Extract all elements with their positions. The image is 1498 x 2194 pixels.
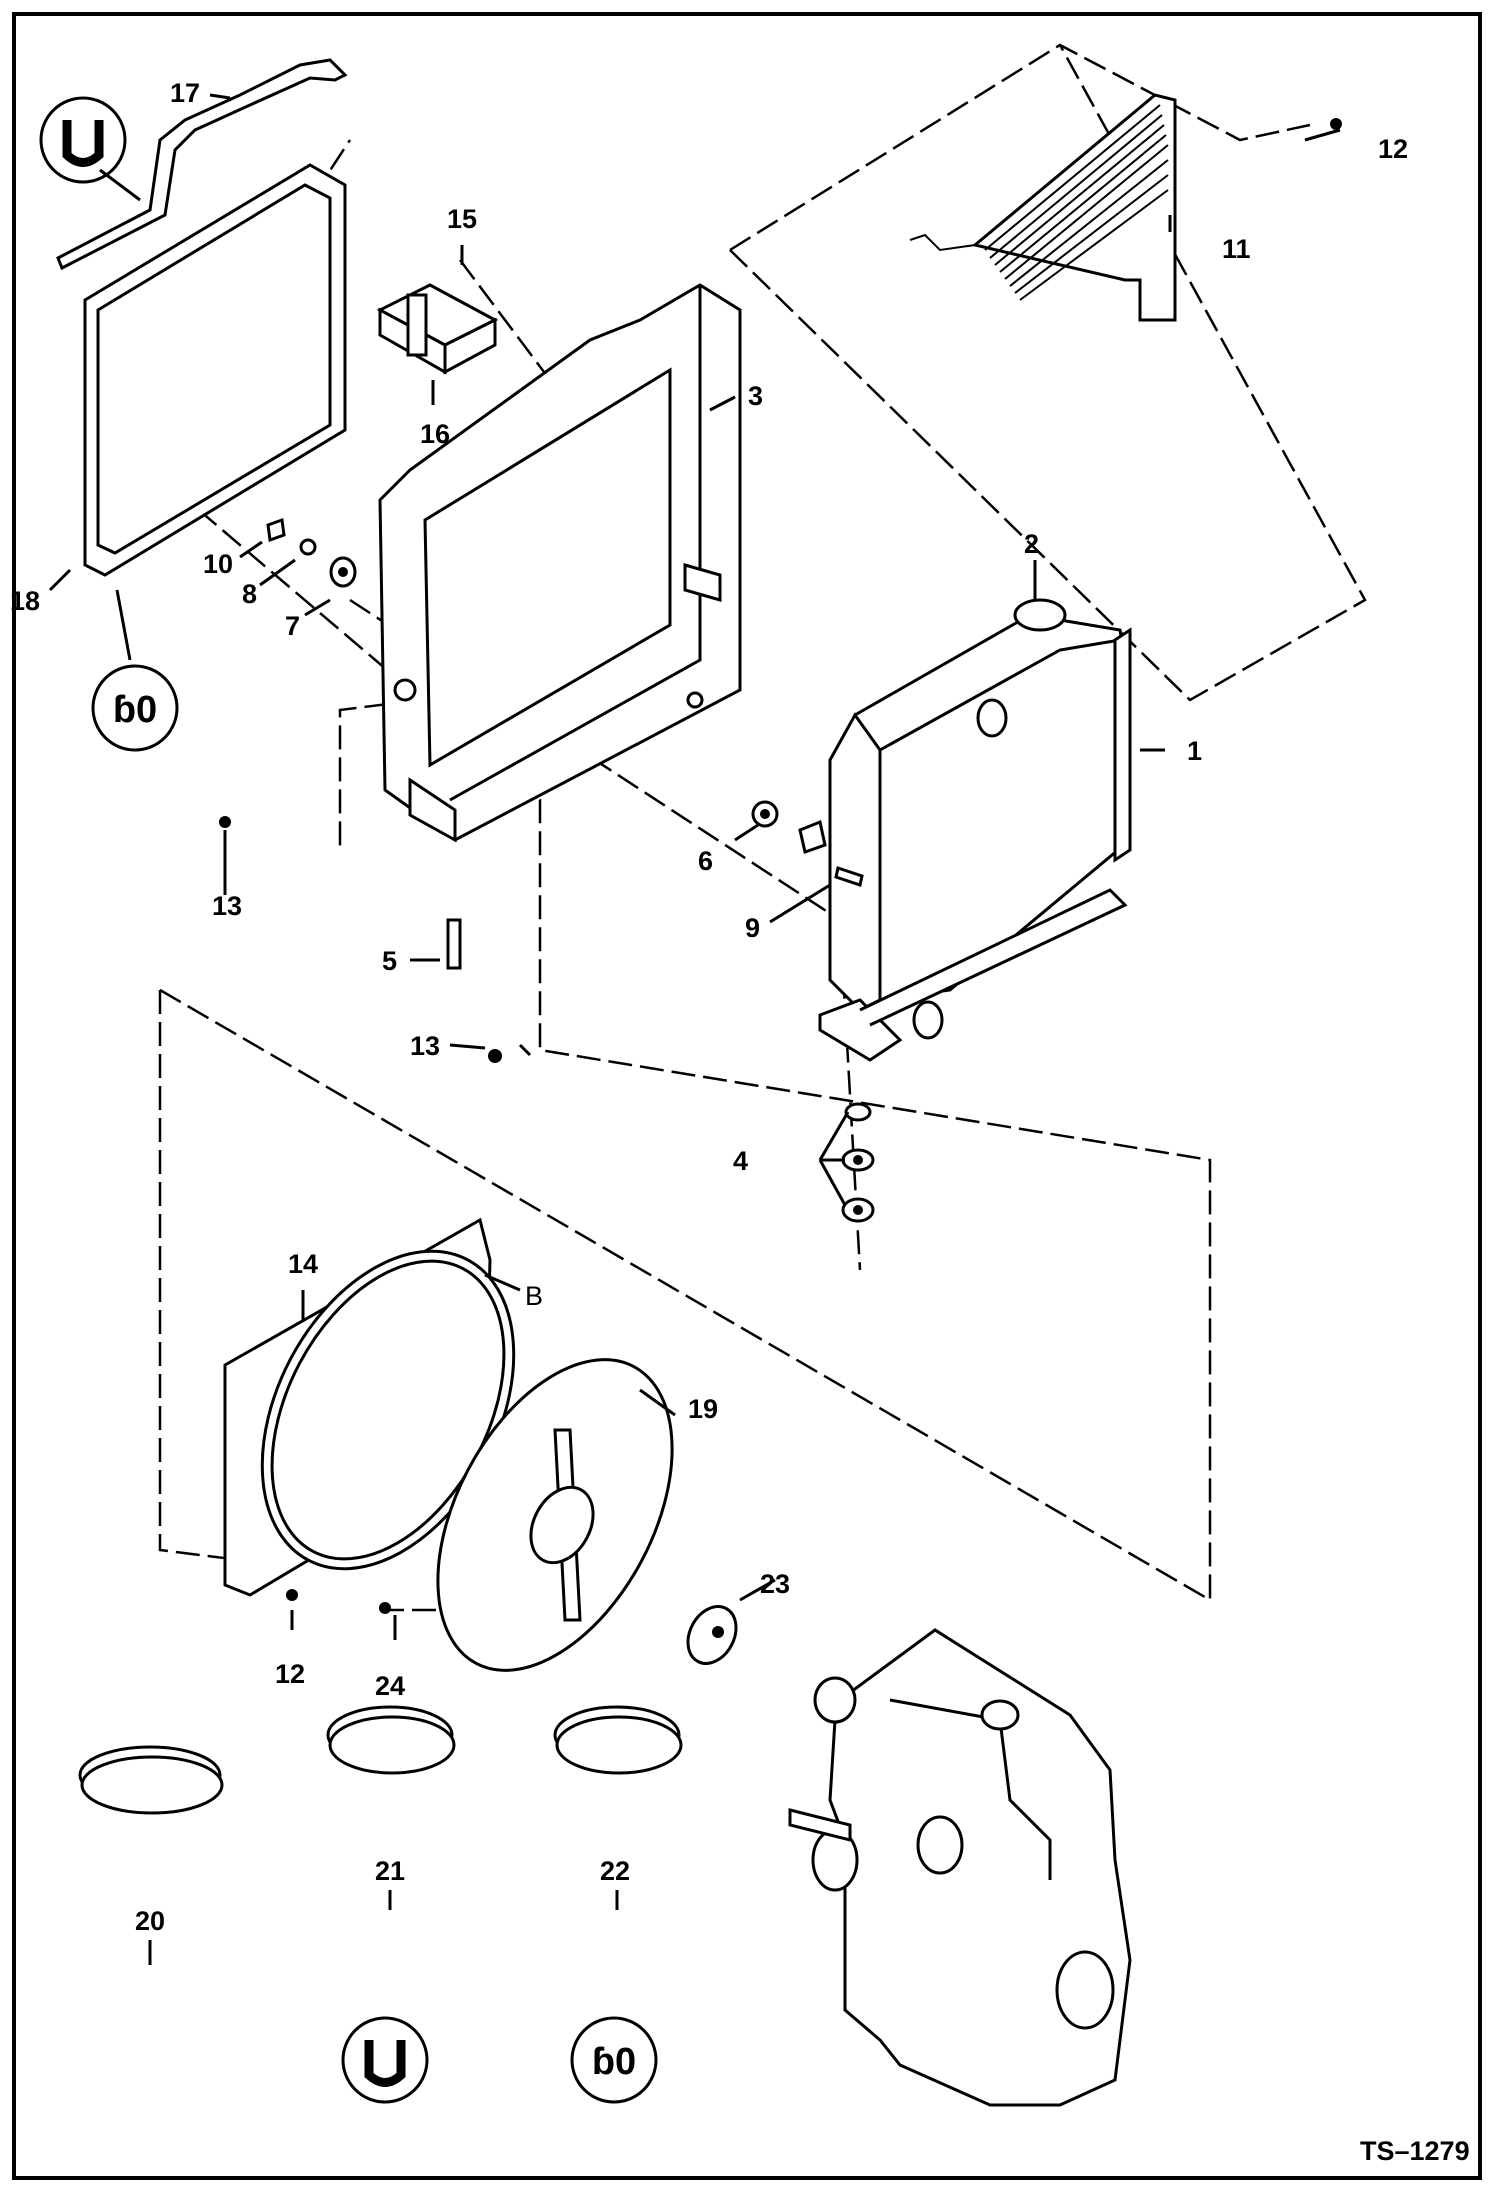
callout-5: 5 xyxy=(382,946,397,976)
bracket-part-15-16 xyxy=(376,283,499,375)
callout-6: 6 xyxy=(698,846,713,876)
leader-lines xyxy=(48,93,1341,1965)
svg-text:ɓ0: ɓ0 xyxy=(592,2041,636,2083)
washers-parts-7-8-10 xyxy=(266,517,357,588)
shroud-frame-part-3 xyxy=(378,283,742,843)
callout-2: 2 xyxy=(1024,529,1039,559)
sealant-u-icon xyxy=(341,2016,429,2104)
callout-3: 3 xyxy=(748,381,763,411)
callout-18: 18 xyxy=(10,586,40,616)
callout-15: 15 xyxy=(447,204,477,234)
callout-11: 11 xyxy=(1222,234,1251,264)
callout-21: 21 xyxy=(375,1856,405,1886)
callout-10: 10 xyxy=(203,549,233,579)
callout-labels: 1 2 3 4 5 6 7 8 9 10 11 12 12 13 13 14 1… xyxy=(10,78,1470,2166)
callout-9: 9 xyxy=(745,913,760,943)
callout-16: 16 xyxy=(420,419,450,449)
callout-19: 19 xyxy=(688,1394,718,1424)
callout-13-center: 13 xyxy=(410,1031,440,1061)
hoses-parts-20-21-22 xyxy=(78,1705,683,1815)
sealant-b-icon: ɓ0 xyxy=(91,589,179,752)
callout-4: 4 xyxy=(733,1146,748,1176)
fan-shroud-part-14 xyxy=(223,1217,516,1601)
diagram-frame xyxy=(12,12,1482,2180)
callout-1: 1 xyxy=(1187,736,1202,766)
fan-part-19 xyxy=(379,1358,674,1672)
figure-reference: TS–1279 xyxy=(1360,2136,1470,2166)
bolt-parts-6-9 xyxy=(751,800,864,887)
svg-text:ɓ0: ɓ0 xyxy=(113,689,157,731)
callout-7: 7 xyxy=(285,611,300,641)
callout-B: B xyxy=(525,1281,543,1311)
callout-20: 20 xyxy=(135,1906,165,1936)
sealant-u-icon xyxy=(39,96,141,202)
cooler-part-11 xyxy=(909,93,1342,322)
callout-14: 14 xyxy=(288,1249,318,1279)
engine-block xyxy=(788,1628,1132,2107)
seal-frame-part-18 xyxy=(83,163,347,577)
callout-22: 22 xyxy=(600,1856,630,1886)
radiator-part-1 xyxy=(818,598,1132,1062)
callout-24: 24 xyxy=(375,1671,405,1701)
mounts-part-4 xyxy=(841,1102,875,1223)
bolts-parts-5-13 xyxy=(219,816,502,1063)
fan-spacer-part-23 xyxy=(686,1605,738,1665)
sealant-b-icon: ɓ0 xyxy=(570,2016,658,2104)
callout-12-bottom: 12 xyxy=(275,1659,305,1689)
callout-13-left: 13 xyxy=(212,891,242,921)
callout-23: 23 xyxy=(760,1569,790,1599)
seal-strip-part-17 xyxy=(56,58,348,271)
callout-17: 17 xyxy=(170,78,200,108)
callout-8: 8 xyxy=(242,579,257,609)
callout-12-top: 12 xyxy=(1378,134,1408,164)
